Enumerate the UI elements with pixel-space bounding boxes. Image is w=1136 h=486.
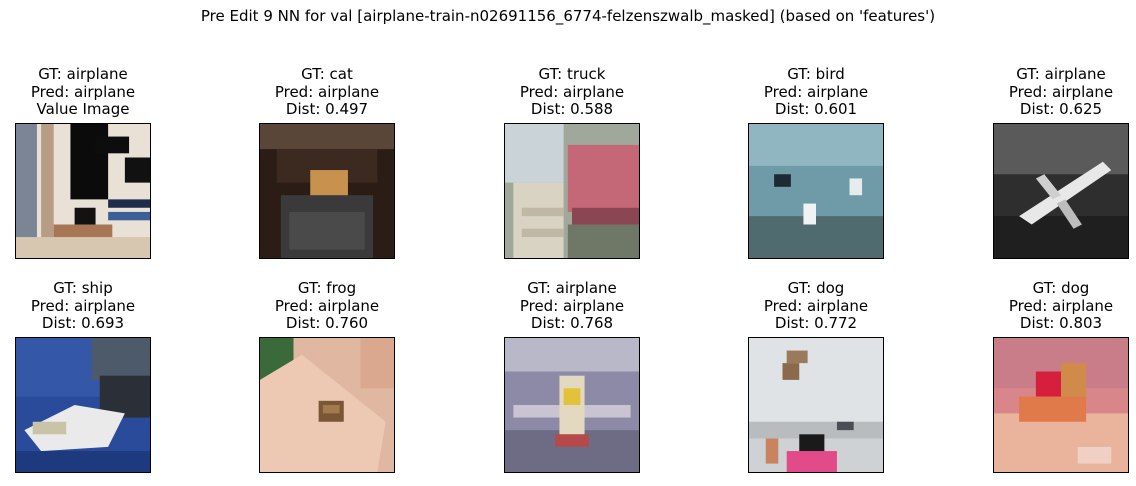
panel-gt-label: GT: truck — [538, 65, 606, 83]
panel-extra-label: Dist: 0.588 — [530, 100, 614, 118]
panel-thumbnail-truck — [504, 123, 640, 259]
panel-pred-label: Pred: airplane — [763, 82, 869, 101]
panel-gt-label: GT: ship — [53, 279, 113, 297]
panel-pred-label: Pred: airplane — [519, 296, 625, 315]
panel-extra-label: Dist: 0.803 — [1019, 314, 1103, 332]
panel-pred-label: Pred: airplane — [1008, 82, 1114, 101]
panel-gt-label: GT: airplane — [1016, 65, 1106, 83]
panel-gt-label: GT: cat — [301, 65, 353, 83]
panel-extra-label: Value Image — [36, 100, 130, 118]
panel-thumbnail-query — [15, 123, 151, 259]
panel-pred-label: Pred: airplane — [274, 82, 380, 101]
panel-extra-label: Dist: 0.768 — [530, 314, 614, 332]
panel-thumbnail-dog-jumping — [748, 337, 884, 473]
panel-extra-label: Dist: 0.772 — [774, 314, 858, 332]
panel-extra-label: Dist: 0.625 — [1019, 100, 1103, 118]
panel-gt-label: GT: dog — [787, 279, 845, 297]
panel-extra-label: Dist: 0.601 — [774, 100, 858, 118]
panel-thumbnail-dog-beach — [993, 337, 1129, 473]
panel-extra-label: Dist: 0.497 — [285, 100, 369, 118]
panel-thumbnail-airplane — [993, 123, 1129, 259]
panel-gt-label: GT: airplane — [38, 65, 128, 83]
panel-gt-label: GT: frog — [297, 279, 357, 297]
panel-gt-label: GT: airplane — [527, 279, 617, 297]
panel-extra-label: Dist: 0.693 — [41, 314, 125, 332]
panel-thumbnail-bird — [748, 123, 884, 259]
panel-gt-label: GT: dog — [1032, 279, 1090, 297]
panel-pred-label: Pred: airplane — [30, 296, 136, 315]
panel-extra-label: Dist: 0.760 — [285, 314, 369, 332]
figure-title: Pre Edit 9 NN for val [airplane-train-n0… — [200, 7, 936, 25]
panel-pred-label: Pred: airplane — [1008, 296, 1114, 315]
panel-pred-label: Pred: airplane — [519, 82, 625, 101]
panel-thumbnail-cat — [259, 123, 395, 259]
panel-thumbnail-ship — [15, 337, 151, 473]
panel-thumbnail-airplane-hangar — [504, 337, 640, 473]
panel-pred-label: Pred: airplane — [30, 82, 136, 101]
panel-gt-label: GT: bird — [787, 65, 845, 83]
panel-thumbnail-frog — [259, 337, 395, 473]
panel-pred-label: Pred: airplane — [763, 296, 869, 315]
panel-pred-label: Pred: airplane — [274, 296, 380, 315]
